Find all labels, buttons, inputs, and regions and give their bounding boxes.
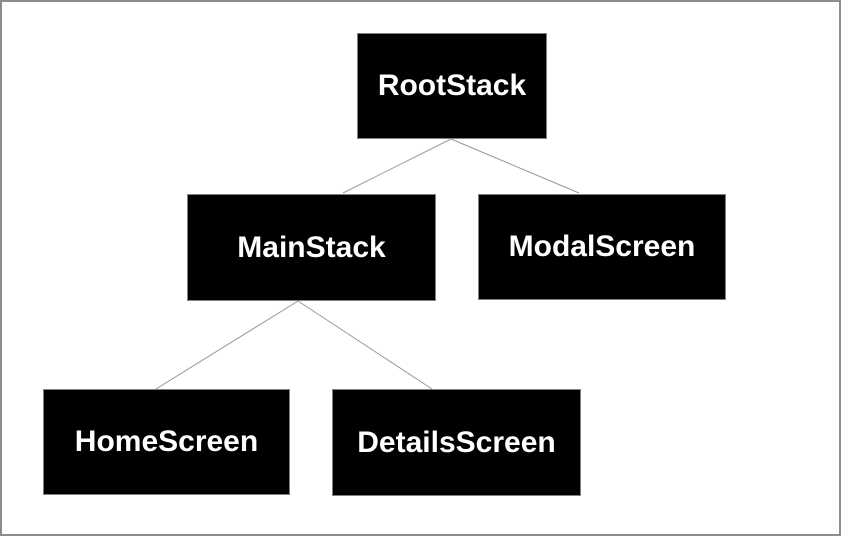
edge-mainstack-detailsscreen [297, 300, 433, 390]
node-detailsscreen: DetailsScreen [332, 389, 581, 496]
node-rootstack: RootStack [357, 33, 547, 139]
edge-rootstack-mainstack [342, 138, 452, 194]
edge-rootstack-modalscreen [450, 138, 580, 194]
edge-mainstack-homescreen [155, 300, 299, 390]
node-mainstack-label: MainStack [237, 230, 386, 264]
node-modalscreen-label: ModalScreen [508, 230, 696, 263]
node-modalscreen: ModalScreen [478, 194, 726, 300]
node-mainstack: MainStack [187, 194, 436, 301]
node-homescreen: HomeScreen [43, 389, 290, 495]
node-rootstack-label: RootStack [377, 69, 527, 102]
node-homescreen-label: HomeScreen [74, 425, 259, 458]
node-detailsscreen-label: DetailsScreen [357, 425, 556, 459]
